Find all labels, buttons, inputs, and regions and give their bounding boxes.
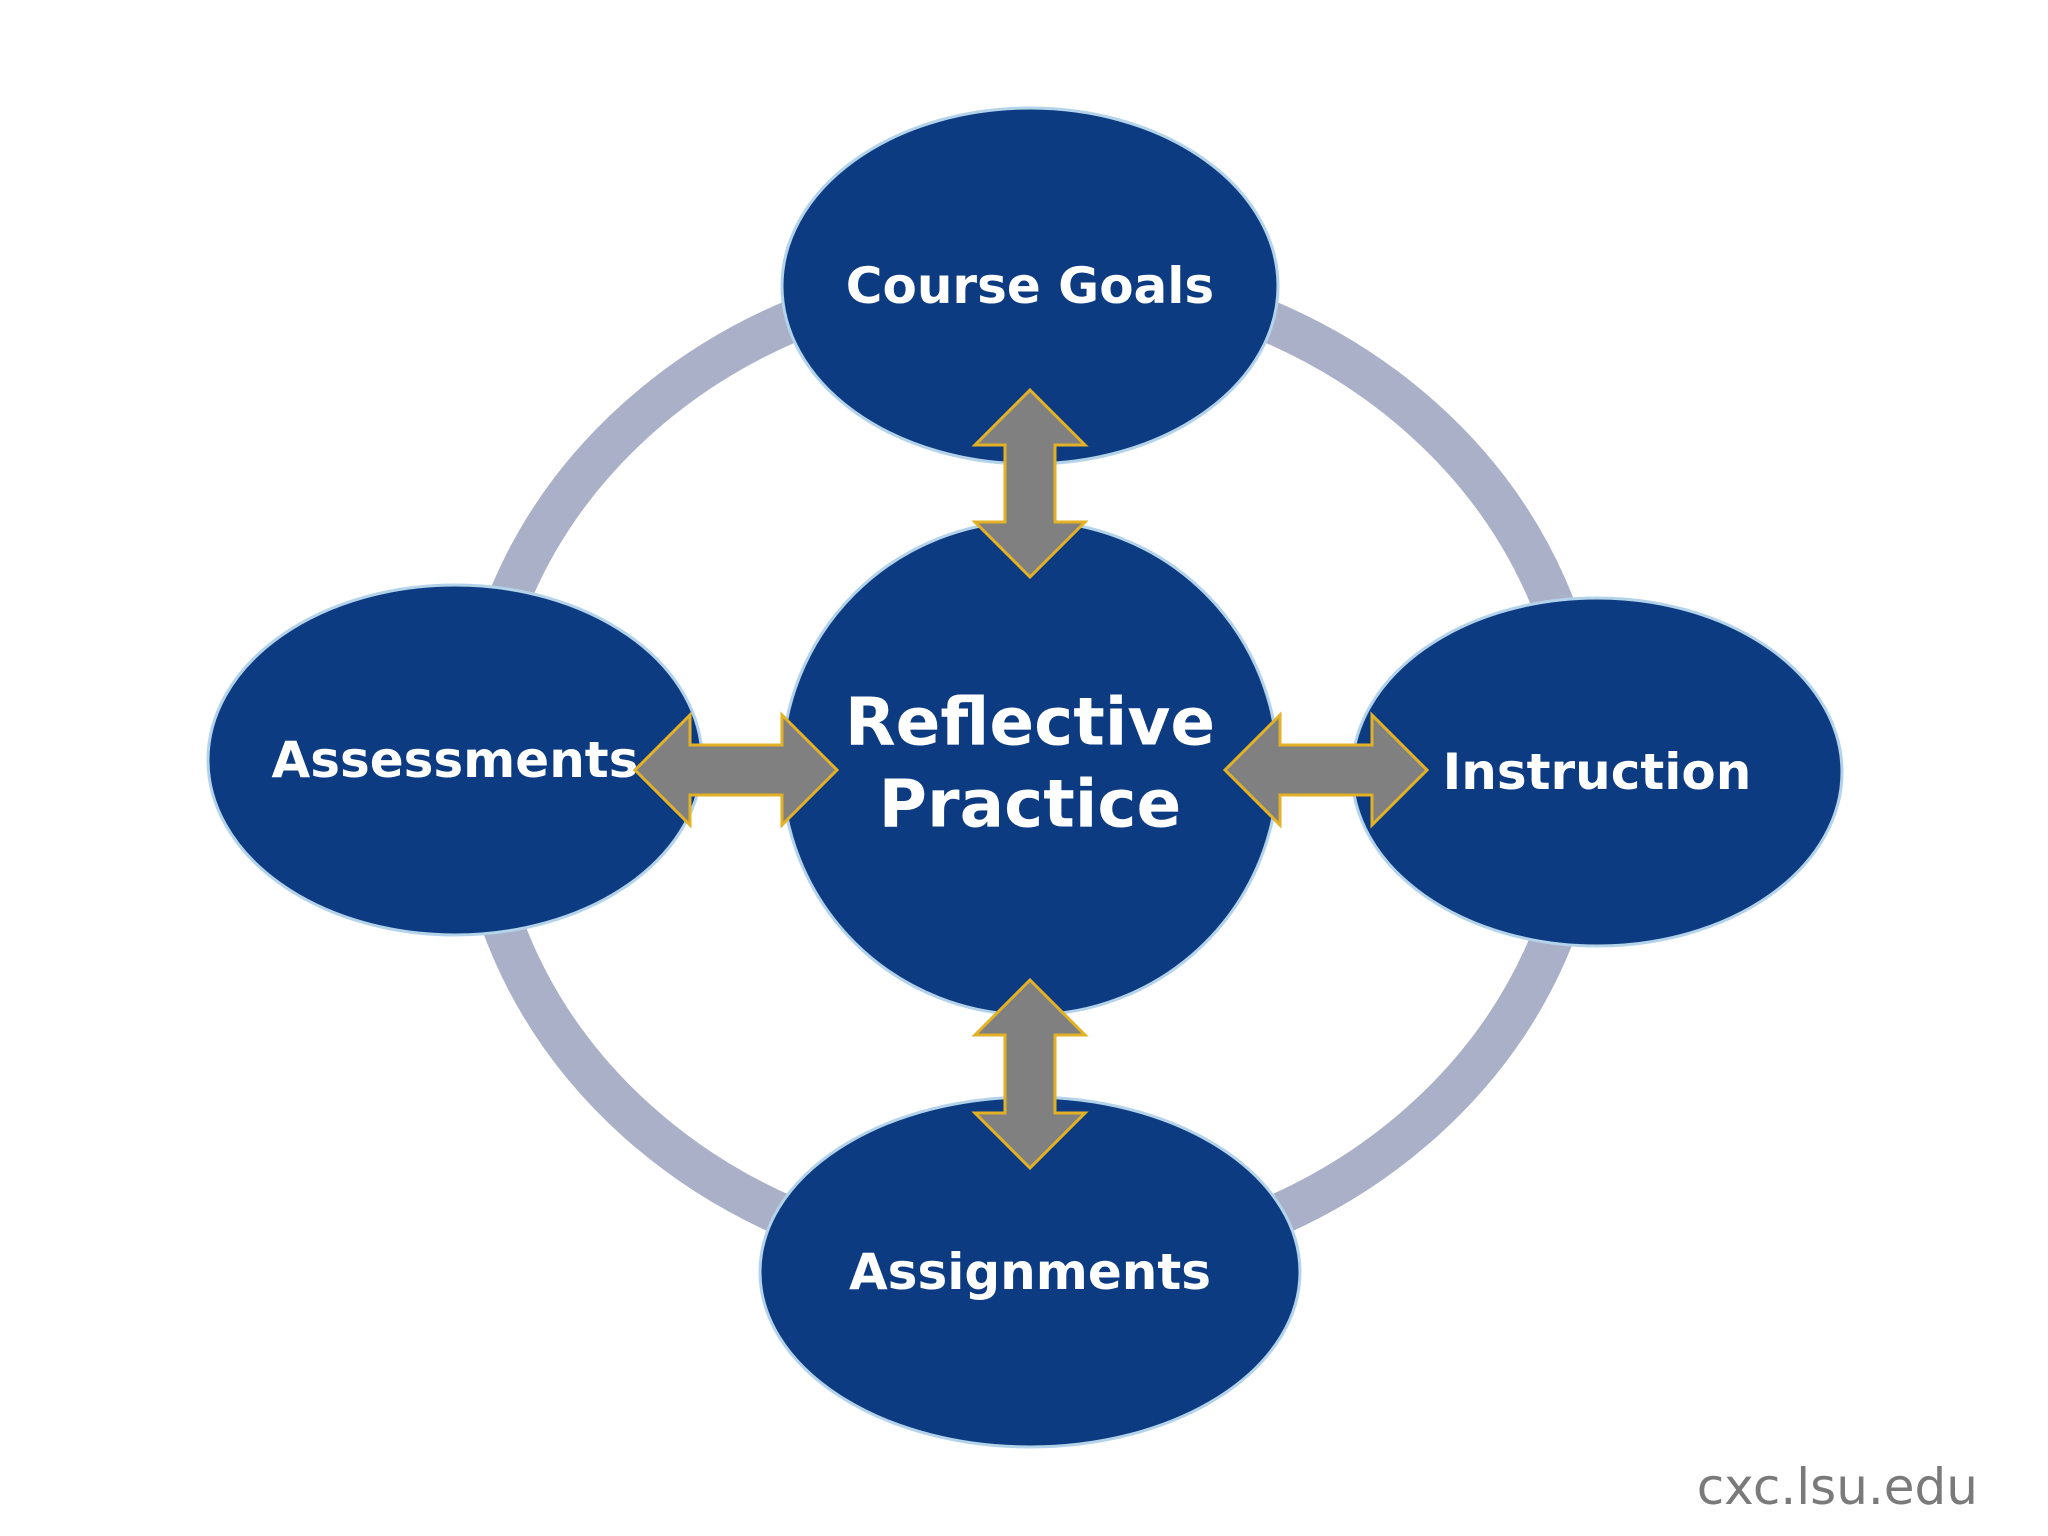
arrow-right-double (1222, 711, 1430, 829)
node-instruction-label: Instruction (1443, 743, 1752, 801)
node-assignments-label: Assignments (849, 1243, 1211, 1301)
arrow-left-double (632, 711, 840, 829)
node-assessments-label: Assessments (272, 731, 639, 789)
node-assignments: Assignments (758, 1095, 1302, 1449)
node-course-goals-label: Course Goals (846, 257, 1214, 315)
node-course-goals: Course Goals (780, 106, 1280, 466)
node-reflective-practice: Reflective Practice (780, 519, 1280, 1017)
node-assessments: Assessments (206, 583, 704, 937)
center-label-line1: Reflective (845, 684, 1215, 761)
arrow-bottom-double (971, 977, 1089, 1171)
center-label-line2: Practice (879, 766, 1182, 843)
arrow-top-double (971, 387, 1089, 580)
node-instruction: Instruction (1350, 596, 1844, 948)
credit-text: cxc.lsu.edu (1696, 1458, 1978, 1516)
